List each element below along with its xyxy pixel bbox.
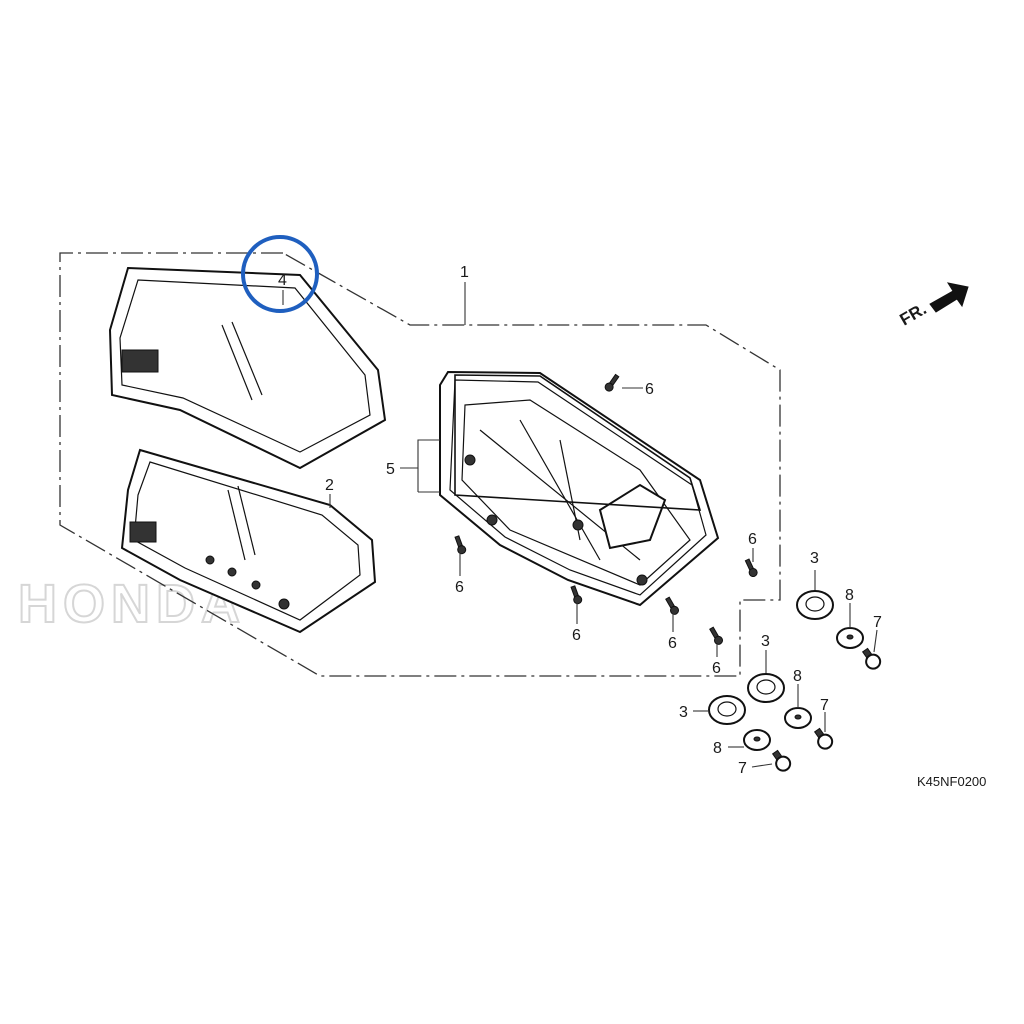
callout-7c: 7 <box>738 760 747 777</box>
front-arrow-icon <box>929 282 969 313</box>
callout-3a: 3 <box>810 550 819 567</box>
leader-lines <box>282 282 878 768</box>
callout-7a: 7 <box>873 614 882 631</box>
front-direction-indicator: FR. <box>897 282 969 329</box>
screw-parts <box>454 373 758 645</box>
callout-6c: 6 <box>572 627 581 644</box>
front-label: FR. <box>897 299 930 329</box>
meter-display-part <box>120 448 377 634</box>
callout-8a: 8 <box>845 587 854 604</box>
callout-7b: 7 <box>820 697 829 714</box>
callout-2: 2 <box>325 477 334 494</box>
callout-6a: 6 <box>645 381 654 398</box>
callout-6e: 6 <box>712 660 721 677</box>
diagram-code: K45NF0200 <box>917 774 986 789</box>
gasket-seal-part <box>454 374 702 511</box>
callout-4: 4 <box>278 272 287 289</box>
washer-parts <box>743 627 864 751</box>
highlight-circle <box>241 235 319 313</box>
callout-3c: 3 <box>679 704 688 721</box>
callout-6b: 6 <box>455 579 464 596</box>
lens-cover-part <box>108 266 387 470</box>
callout-3b: 3 <box>761 633 770 650</box>
meter-case-part <box>439 370 720 607</box>
callout-5: 5 <box>386 461 395 478</box>
callout-8c: 8 <box>713 740 722 757</box>
grommet-parts <box>708 590 834 725</box>
callout-8b: 8 <box>793 668 802 685</box>
callout-1: 1 <box>460 264 469 281</box>
bolt-parts <box>771 647 882 772</box>
callout-6f: 6 <box>748 531 757 548</box>
assembly-boundary-line <box>59 252 781 677</box>
callout-6d: 6 <box>668 635 677 652</box>
